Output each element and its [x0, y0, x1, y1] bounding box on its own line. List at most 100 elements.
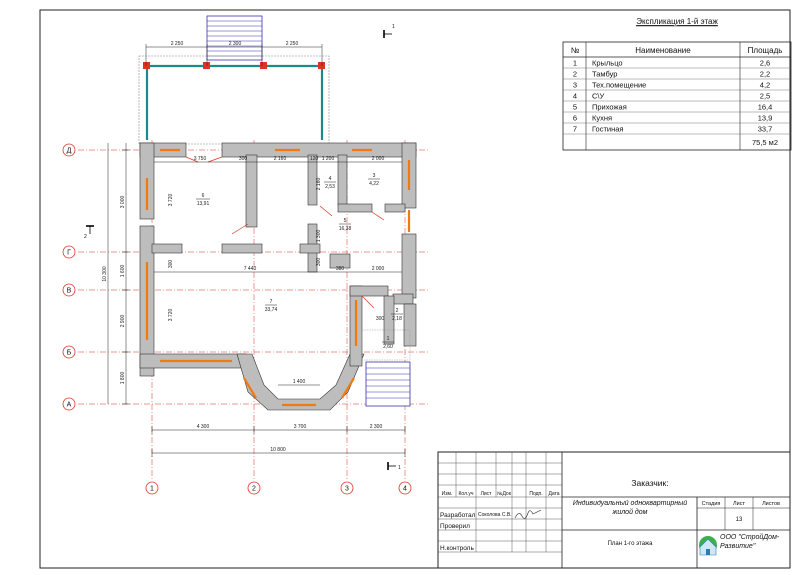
sheet-frame [39, 9, 791, 569]
svg-text:1 300: 1 300 [316, 230, 322, 243]
svg-text:10 800: 10 800 [270, 447, 286, 453]
stamp-sheet-num: 13 [736, 517, 743, 523]
room-labels: 6 13,91 4 2,53 3 4,22 5 16,38 7 33,74 2 … [196, 173, 403, 350]
svg-text:Дата: Дата [548, 491, 559, 497]
svg-text:1 800: 1 800 [120, 372, 126, 385]
svg-text:3 750: 3 750 [194, 156, 207, 162]
table-row: 3 Тех.помещение 4,2 [573, 81, 770, 90]
dimension-lines: 2 250 2 300 2 250 3 750 2 160 120 1 200 … [102, 41, 406, 457]
svg-text:300: 300 [376, 316, 385, 322]
windows [145, 148, 411, 407]
svg-text:2,2: 2,2 [760, 70, 770, 79]
stamp-dev-label: Разработал [440, 511, 476, 519]
stamp-nk-label: Н.контроль [440, 545, 474, 552]
axis-marker-4 [398, 481, 412, 495]
svg-text:Подп.: Подп. [529, 491, 542, 497]
svg-text:2 160: 2 160 [316, 178, 322, 191]
svg-text:2 160: 2 160 [274, 156, 287, 162]
axis-label-2: 2 [252, 486, 256, 493]
svg-text:Тамбур: Тамбур [592, 70, 617, 79]
axis-marker-2 [247, 481, 261, 495]
stamp-company: ООО "СтройДом-Развитие" [720, 534, 780, 550]
room-3-num: 3 [373, 173, 376, 179]
svg-text:Тех.помещение: Тех.помещение [592, 81, 646, 90]
col-name: Наименование [635, 46, 691, 55]
svg-text:4 300: 4 300 [197, 424, 210, 430]
svg-text:300: 300 [168, 260, 174, 269]
terrace-posts [143, 62, 325, 69]
house-logo-icon [699, 536, 717, 556]
stamp-sheet-label: Лист [733, 501, 745, 507]
svg-text:2,5: 2,5 [760, 92, 770, 101]
room-1-num: 1 [387, 336, 390, 342]
svg-text:33,7: 33,7 [758, 125, 773, 134]
terrace [138, 15, 330, 145]
section-mark-bottom: 1 [387, 462, 401, 471]
stamp-sheets-label: Листов [762, 501, 780, 507]
room-3-area: 4,22 [369, 181, 379, 187]
svg-text:2: 2 [573, 70, 577, 79]
svg-text:16,4: 16,4 [758, 103, 773, 112]
section-mark-top: 1 [383, 24, 395, 38]
axis-label-4: 4 [403, 486, 407, 493]
svg-text:13,9: 13,9 [758, 114, 773, 123]
room-4-num: 4 [329, 176, 332, 182]
svg-text:Крыльцо: Крыльцо [592, 59, 623, 68]
table-total: 75,5 м2 [752, 138, 778, 147]
room-7-area: 33,74 [265, 307, 278, 313]
svg-text:3 720: 3 720 [168, 194, 174, 207]
room-1-area: 2,60 [383, 344, 393, 350]
table-row: 2 Тамбур 2,2 [573, 70, 770, 79]
stamp-project: Индивидуальный одноквартирный жилой дом [572, 500, 688, 516]
svg-text:1 600: 1 600 [120, 265, 126, 278]
svg-text:300: 300 [316, 258, 322, 267]
svg-text:3 000: 3 000 [120, 196, 126, 209]
svg-text:Кол.уч: Кол.уч [459, 491, 474, 497]
table-row: 6 Кухня 13,9 [573, 114, 772, 123]
room-2-area: 2,18 [392, 316, 402, 322]
svg-text:№Док: №Док [497, 491, 512, 497]
axis-marker-a [62, 397, 76, 411]
svg-text:2 300: 2 300 [229, 41, 242, 47]
svg-text:120: 120 [310, 156, 319, 162]
svg-text:2 900: 2 900 [120, 315, 126, 328]
svg-text:Прихожая: Прихожая [592, 103, 627, 112]
stamp-header-row: Изм. Кол.уч Лист №Док Подп. Дата [442, 491, 560, 497]
axis-label-d: Д [67, 148, 72, 155]
axis-marker-1 [145, 481, 159, 495]
svg-text:7: 7 [573, 125, 577, 134]
axis-label-g: Г [67, 250, 71, 257]
svg-text:1: 1 [392, 24, 395, 30]
axis-label-b: Б [67, 350, 72, 357]
table-row: 5 Прихожая 16,4 [573, 103, 772, 112]
doors [185, 156, 385, 309]
col-num: № [571, 46, 580, 55]
svg-text:4: 4 [573, 92, 577, 101]
room-5-num: 5 [344, 218, 347, 224]
svg-text:1: 1 [398, 465, 401, 471]
svg-text:2 300: 2 300 [370, 424, 383, 430]
svg-text:300: 300 [239, 156, 248, 162]
axis-marker-b [62, 345, 76, 359]
axis-label-3: 3 [345, 486, 349, 493]
svg-text:5: 5 [573, 103, 577, 112]
stamp-check-label: Проверил [440, 523, 470, 530]
svg-text:С\У: С\У [592, 92, 605, 101]
svg-text:4,2: 4,2 [760, 81, 770, 90]
room-6-num: 6 [202, 193, 205, 199]
explication-title: Экспликация 1-й этаж [636, 17, 718, 26]
svg-text:2 000: 2 000 [372, 266, 385, 272]
svg-text:Кухня: Кухня [592, 114, 612, 123]
svg-text:3: 3 [573, 81, 577, 90]
signature-icon [514, 509, 542, 519]
walls [139, 142, 417, 411]
axis-marker-v [62, 283, 76, 297]
svg-text:7 440: 7 440 [244, 266, 257, 272]
room-4-area: 2,53 [325, 184, 335, 190]
svg-text:2: 2 [84, 234, 87, 240]
room-2-num: 2 [396, 308, 399, 314]
axis-label-v: В [67, 288, 72, 295]
svg-text:2 250: 2 250 [286, 41, 299, 47]
svg-text:10 300: 10 300 [102, 266, 108, 282]
section-mark-left: 2 [84, 225, 94, 240]
